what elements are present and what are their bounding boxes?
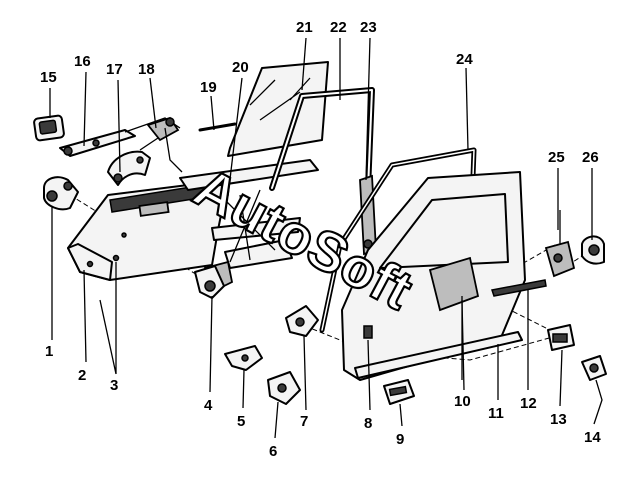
part-15-inner-handle-bezel [33, 114, 65, 142]
callout-15: 15 [40, 69, 57, 86]
callout-14: 14 [584, 429, 601, 446]
callout-13: 13 [550, 411, 567, 428]
part-1-door-hinge [43, 176, 79, 211]
callout-8: 8 [364, 415, 372, 432]
callout-21: 21 [296, 19, 313, 36]
callout-12: 12 [520, 395, 537, 412]
part-9-outside-handle [383, 379, 415, 405]
callout-25: 25 [548, 149, 565, 166]
callout-11: 11 [488, 405, 504, 422]
callout-7: 7 [300, 413, 308, 430]
callout-5: 5 [237, 413, 245, 430]
part-26-door-stop [581, 235, 605, 265]
part-12-belt-moulding [491, 279, 547, 297]
callout-6: 6 [269, 443, 277, 460]
callout-3: 3 [110, 377, 118, 394]
callout-4: 4 [204, 397, 213, 414]
part-19-regulator-spring [198, 122, 237, 132]
part-6-latch-mechanism [267, 371, 301, 405]
callout-10: 10 [454, 393, 471, 410]
callout-24: 24 [456, 51, 473, 68]
callout-20: 20 [232, 59, 249, 76]
part-25-door-check-bolt [544, 210, 576, 278]
callout-22: 22 [330, 19, 347, 36]
part-5-inner-lock-lever [224, 345, 263, 371]
part-13-striker-cover [547, 324, 575, 351]
part-22-glass-run-channel [269, 87, 375, 193]
callout-23: 23 [360, 19, 377, 36]
callout-9: 9 [396, 431, 404, 448]
callout-leader-lines [49, 37, 599, 439]
part-2-door-trim-panel [67, 179, 229, 281]
callout-2: 2 [78, 367, 86, 384]
part-20-window-regulator [179, 159, 319, 294]
callout-16: 16 [74, 53, 91, 70]
part-4-regulator-handle [194, 265, 225, 299]
callout-1: 1 [45, 343, 53, 360]
callout-18: 18 [138, 61, 155, 78]
part-11-door-moulding [354, 331, 523, 379]
callout-26: 26 [582, 149, 599, 166]
part-outer-door-shell [341, 171, 526, 381]
part-21-door-glass [227, 61, 329, 157]
callout-numbers: 1 2 3 4 5 6 7 8 9 10 11 12 13 14 15 16 1… [40, 19, 601, 460]
part-16-lock-rod [59, 117, 181, 157]
callout-19: 19 [200, 79, 217, 96]
part-17-inner-handle [107, 150, 151, 186]
part-7-door-latch [285, 305, 319, 337]
part-14-lock-cylinder-key [581, 355, 607, 413]
callout-17: 17 [106, 61, 123, 78]
